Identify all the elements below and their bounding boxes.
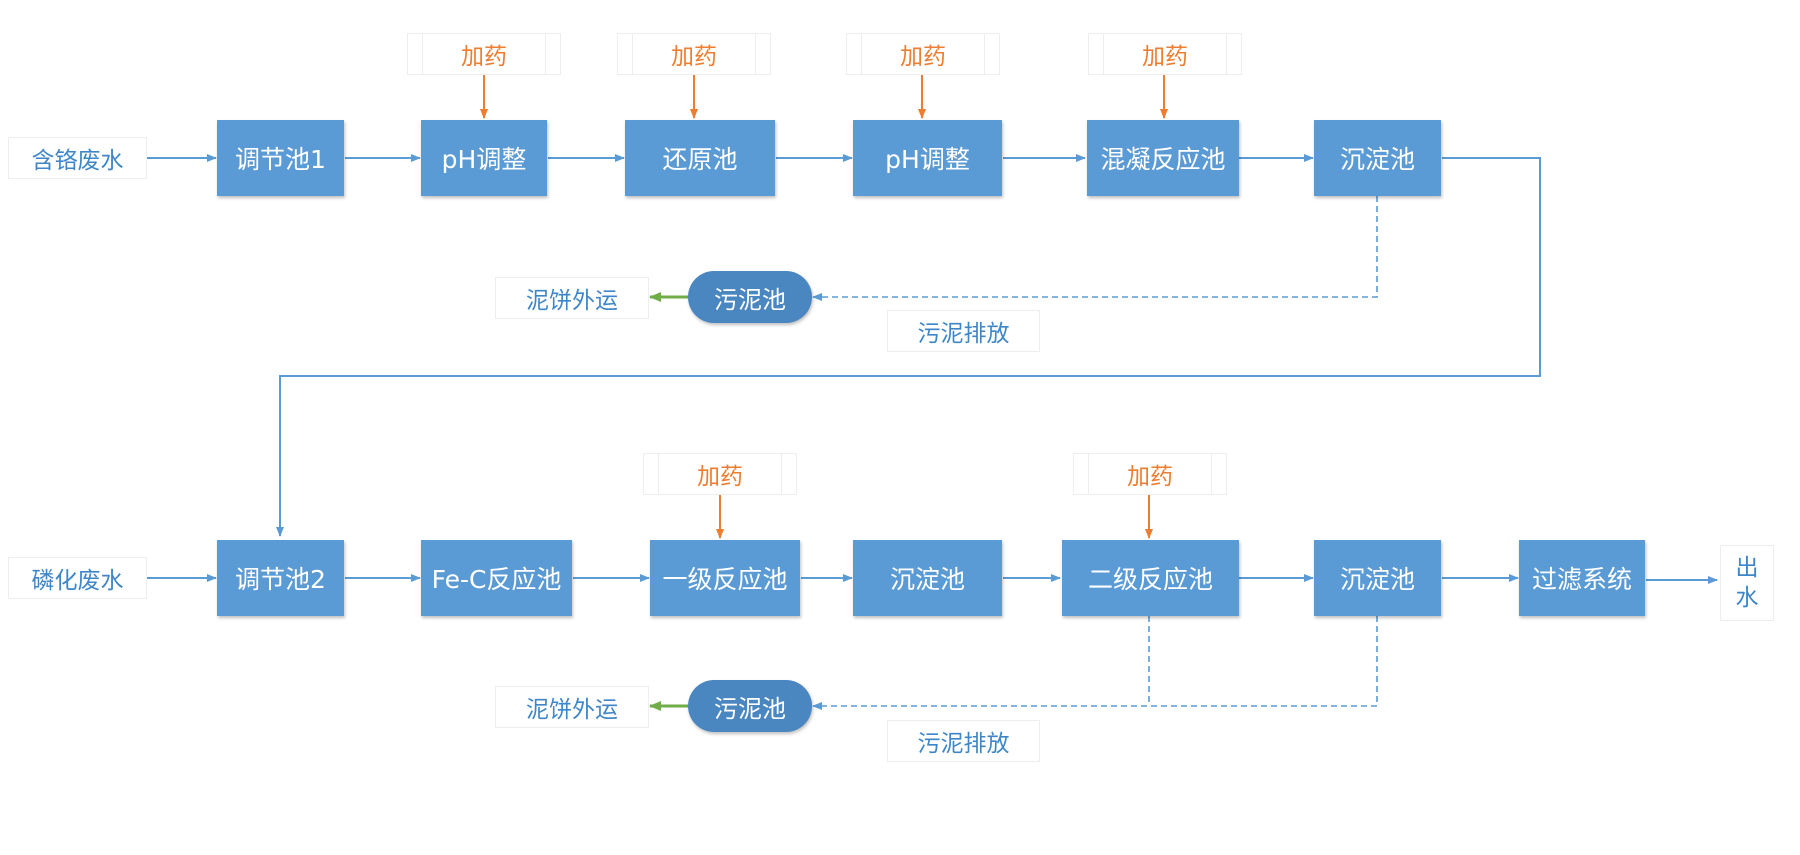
- sludge-discharge-line: [812, 196, 1378, 301]
- outlet-char: 出: [1735, 555, 1759, 581]
- sedimentation-tank-1: 沉淀池: [1314, 120, 1441, 196]
- sludge-tank-2: 污泥池: [688, 680, 812, 732]
- primary-reaction-tank: 一级反应池: [650, 540, 800, 616]
- outlet-char: 水: [1735, 585, 1759, 611]
- dosing-label: 加药: [617, 33, 771, 75]
- secondary-reaction-tank: 二级反应池: [1062, 540, 1239, 616]
- sedimentation-tank-3: 沉淀池: [1314, 540, 1441, 616]
- sedimentation-tank-2: 沉淀池: [853, 540, 1002, 616]
- reduction-tank: 还原池: [625, 120, 775, 196]
- dosing-label: 加药: [1088, 33, 1242, 75]
- sludge-discharge-label: 污泥排放: [887, 720, 1040, 762]
- filtration-system: 过滤系统: [1519, 540, 1645, 616]
- transfer-line: [276, 157, 1541, 537]
- dosing-label: 加药: [643, 453, 797, 495]
- fe-c-reaction-tank: Fe-C反应池: [421, 540, 572, 616]
- ph-adjust-tank-1: pH调整: [421, 120, 547, 196]
- chrome-wastewater-label: 含铬废水: [8, 137, 147, 179]
- sludge-cake-transport-label: 泥饼外运: [495, 686, 649, 728]
- dosing-label: 加药: [407, 33, 561, 75]
- phosphating-wastewater-label: 磷化废水: [8, 557, 147, 599]
- sludge-tank-1: 污泥池: [688, 271, 812, 323]
- sludge-discharge-line: [812, 616, 1378, 710]
- equalization-tank-2: 调节池2: [217, 540, 344, 616]
- sludge-discharge-label: 污泥排放: [887, 310, 1040, 352]
- water-outlet-label: 出 水: [1720, 545, 1774, 621]
- equalization-tank-1: 调节池1: [217, 120, 344, 196]
- dosing-label: 加药: [1073, 453, 1227, 495]
- dosing-label: 加药: [846, 33, 1000, 75]
- ph-adjust-tank-2: pH调整: [853, 120, 1002, 196]
- sludge-cake-transport-label: 泥饼外运: [495, 277, 649, 319]
- coagulation-tank: 混凝反应池: [1087, 120, 1239, 196]
